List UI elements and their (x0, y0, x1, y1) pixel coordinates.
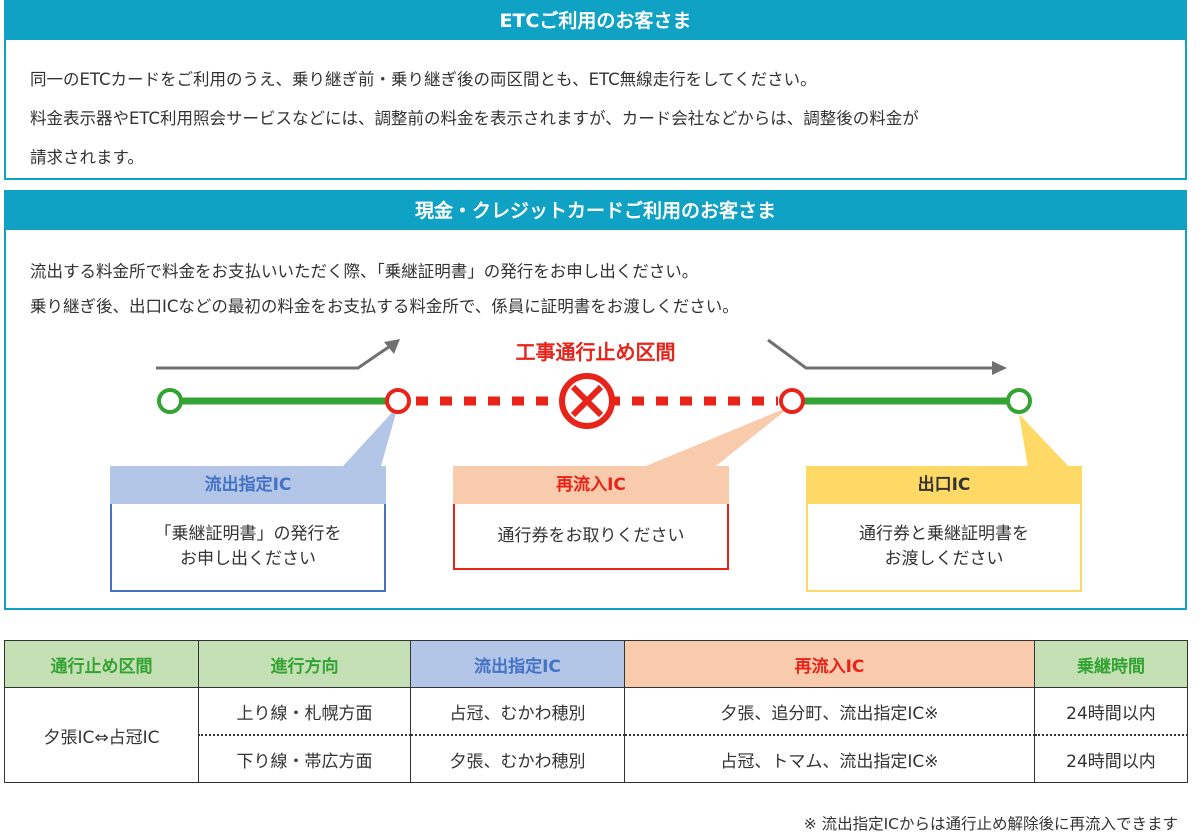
exit-text-1: 通行券と乗継証明書を (859, 524, 1029, 544)
table-row: 下り線・帯広方面 夕張、むかわ穂別 占冠、トマム、流出指定IC※ 24時間以内 (5, 735, 1188, 783)
exit-ic-box: 流出指定IC 「乗継証明書」の発行を お申し出ください (110, 466, 386, 592)
closure-label: 工事通行止め区間 (515, 340, 676, 364)
etc-line-2: 料金表示器やETC利用照会サービスなどには、調整前の料金を表示されますが、カード… (30, 109, 919, 128)
closure-x-icon (559, 373, 615, 429)
table-row: 夕張IC⇔占冠IC 上り線・札幌方面 占冠、むかわ穂別 夕張、追分町、流出指定I… (4, 687, 1188, 783)
header-closed-section: 通行止め区間 (4, 640, 199, 688)
etc-line-3: 請求されます。 (30, 148, 144, 167)
closed-section-cell: 夕張IC⇔占冠IC (4, 687, 199, 783)
cash-line-1: 流出する料金所で料金をお支払いいただく際、「乗継証明書」の発行をお申し出ください… (30, 262, 699, 281)
header-exit-ic: 流出指定IC (410, 640, 625, 688)
reentry-ic-cell: 占冠、トマム、流出指定IC※ (624, 735, 1035, 783)
exit-ic-text-2: お申し出ください (180, 549, 316, 569)
transfer-time-cell: 24時間以内 (1034, 735, 1188, 783)
closure-routes-table: 通行止め区間 進行方向 流出指定IC 再流入IC 乗継時間 夕張IC⇔占冠IC … (4, 640, 1188, 783)
exit-ic-end-circle (1006, 388, 1032, 414)
transfer-time-cell: 24時間以内 (1034, 687, 1188, 736)
exit-ic-cell: 占冠、むかわ穂別 (410, 687, 625, 736)
etc-section: ETCご利用のお客さま 同一のETCカードをご利用のうえ、乗り継ぎ前・乗り継ぎ後… (4, 0, 1187, 180)
exit-ic-circle (385, 388, 411, 414)
route-diagram (156, 338, 1070, 468)
exit-arrow-head-icon (384, 339, 400, 354)
table-header-row: 通行止め区間 進行方向 流出指定IC 再流入IC 乗継時間 (4, 640, 1188, 688)
exit-pointer (1019, 414, 1070, 468)
exit-text-2: お渡しください (884, 549, 1004, 569)
reentry-ic-circle (779, 388, 805, 414)
reentry-ic-pointer (646, 406, 791, 466)
exit-box: 出口IC 通行券と乗継証明書を お渡しください (806, 466, 1082, 592)
exit-heading: 出口IC (806, 466, 1082, 504)
cash-section-title: 現金・クレジットカードご利用のお客さま (6, 192, 1185, 230)
etc-section-title: ETCご利用のお客さま (6, 2, 1185, 40)
reentry-ic-text-1: 通行券をお取りください (497, 526, 685, 546)
exit-ic-text-1: 「乗継証明書」の発行を (154, 524, 342, 544)
cash-section: 現金・クレジットカードご利用のお客さま 流出する料金所で料金をお支払いいただく際… (4, 190, 1187, 610)
etc-line-1: 同一のETCカードをご利用のうえ、乗り継ぎ前・乗り継ぎ後の両区間とも、ETC無線… (30, 70, 817, 89)
reentry-arrow (767, 338, 996, 370)
exit-ic-cell: 夕張、むかわ穂別 (410, 735, 625, 783)
exit-ic-heading: 流出指定IC (110, 466, 386, 504)
exit-ic-pointer (343, 406, 398, 466)
footnote: ※ 流出指定ICからは通行止め解除後に再流入できます (803, 815, 1178, 833)
header-transfer-time: 乗継時間 (1034, 640, 1188, 688)
header-reentry-ic: 再流入IC (624, 640, 1035, 688)
direction-cell: 下り線・帯広方面 (198, 735, 411, 783)
reentry-ic-cell: 夕張、追分町、流出指定IC※ (624, 687, 1035, 736)
reentry-ic-box: 再流入IC 通行券をお取りください (453, 466, 729, 570)
start-ic-circle (157, 388, 183, 414)
cash-line-2: 乗り継ぎ後、出口ICなどの最初の料金をお支払する料金所で、係員に証明書をお渡しく… (30, 297, 739, 316)
direction-cell: 上り線・札幌方面 (198, 687, 411, 736)
exit-arrow (156, 340, 397, 370)
reentry-arrow-head-icon (992, 361, 1007, 375)
header-direction: 進行方向 (198, 640, 411, 688)
reentry-ic-heading: 再流入IC (453, 466, 729, 504)
